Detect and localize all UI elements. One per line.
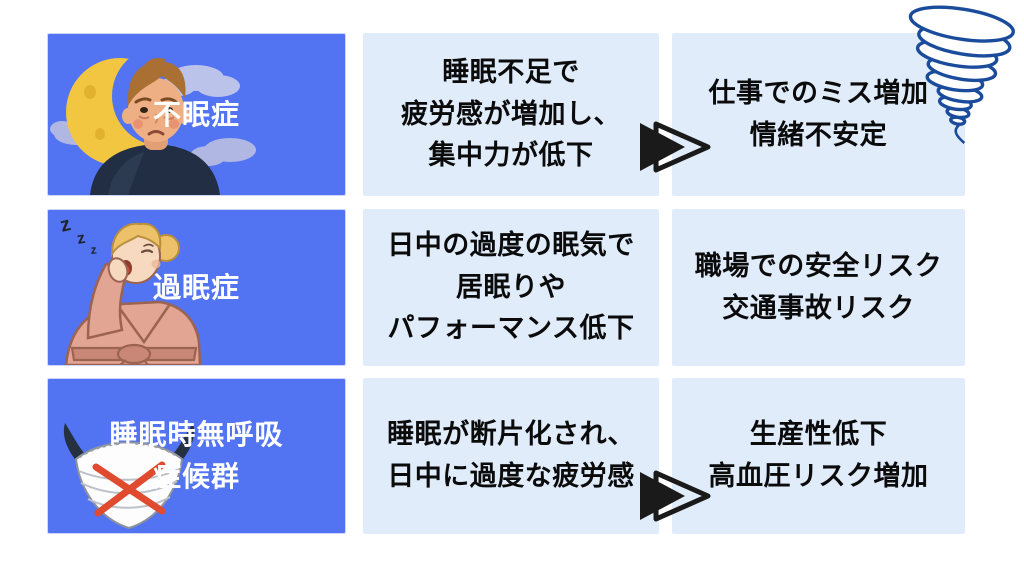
disorder-card-sleep-apnea: 睡眠時無呼吸 症候群 — [47, 378, 346, 534]
row-hypersomnia: z z z 過眠症 — [0, 209, 1024, 522]
effect-text: 職場での安全リスク 交通事故リスク — [672, 209, 965, 366]
disorder-label-line: 症候群 — [152, 461, 240, 492]
effect-line: 高血圧リスク増加 — [708, 461, 929, 491]
row-sleep-apnea: 睡眠時無呼吸 症候群 睡眠が断片化され、 日中に過度な疲労感 生産性低下 高血圧… — [0, 378, 1024, 534]
disorder-label: 不眠症 — [48, 34, 345, 195]
effect-card-hypersomnia: 職場での安全リスク 交通事故リスク — [672, 209, 965, 366]
cause-line: 睡眠不足で — [442, 56, 580, 87]
disorder-card-insomnia: 不眠症 — [47, 33, 346, 196]
cause-line: 日中の過度の眠気で — [387, 229, 635, 260]
tornado-icon — [908, 5, 1015, 144]
disorder-label: 睡眠時無呼吸 症候群 — [48, 379, 345, 533]
svg-text:z: z — [90, 242, 97, 257]
disorder-label-line: 過眠症 — [152, 271, 240, 303]
cause-line: 集中力が低下 — [428, 140, 594, 171]
sleep-apnea-mask-illustration — [63, 423, 195, 530]
cause-line: 日中に過度な疲労感 — [387, 461, 635, 491]
effect-line: 交通事故リスク — [722, 292, 915, 323]
effect-card-insomnia: 仕事でのミス増加 情緒不安定 — [672, 33, 965, 196]
effect-line: 情緒不安定 — [749, 119, 888, 150]
svg-text:z: z — [76, 230, 87, 248]
disorder-label: 過眠症 — [48, 210, 345, 365]
disorder-label-line: 不眠症 — [152, 98, 240, 130]
arrow-icon — [640, 121, 711, 173]
effect-text: 仕事でのミス増加 情緒不安定 — [672, 33, 965, 196]
effect-card-sleep-apnea: 生産性低下 高血圧リスク増加 — [672, 378, 965, 534]
effect-line: 仕事でのミス増加 — [708, 77, 929, 108]
effect-text: 生産性低下 高血圧リスク増加 — [672, 378, 965, 534]
cause-line: パフォーマンス低下 — [387, 313, 635, 344]
cause-card-hypersomnia: 日中の過度の眠気で 居眠りや パフォーマンス低下 — [363, 209, 659, 366]
cause-line: 居眠りや — [456, 271, 566, 302]
cause-text: 睡眠不足で 疲労感が増加し、 集中力が低下 — [363, 33, 659, 196]
cause-line: 睡眠が断片化され、 — [387, 419, 635, 450]
row-insomnia: 不眠症 睡眠不足で 疲労感が増加し、 集中力が低下 仕事でのミス増加 情緒不安定 — [0, 33, 1024, 196]
cause-text: 睡眠が断片化され、 日中に過度な疲労感 — [363, 378, 659, 534]
cause-card-sleep-apnea: 睡眠が断片化され、 日中に過度な疲労感 — [363, 378, 659, 534]
disorder-label-line: 睡眠時無呼吸 — [109, 419, 284, 450]
cause-text: 日中の過度の眠気で 居眠りや パフォーマンス低下 — [363, 209, 659, 366]
effect-line: 生産性低下 — [749, 419, 888, 450]
insomnia-illustration — [50, 46, 256, 195]
cause-line: 疲労感が増加し、 — [401, 98, 621, 129]
disorder-card-hypersomnia: z z z 過眠症 — [47, 209, 346, 366]
cause-card-insomnia: 睡眠不足で 疲労感が増加し、 集中力が低下 — [363, 33, 659, 196]
effect-line: 職場での安全リスク — [694, 250, 943, 281]
arrow-icon — [640, 470, 711, 522]
hypersomnia-illustration: z z z — [58, 213, 202, 365]
